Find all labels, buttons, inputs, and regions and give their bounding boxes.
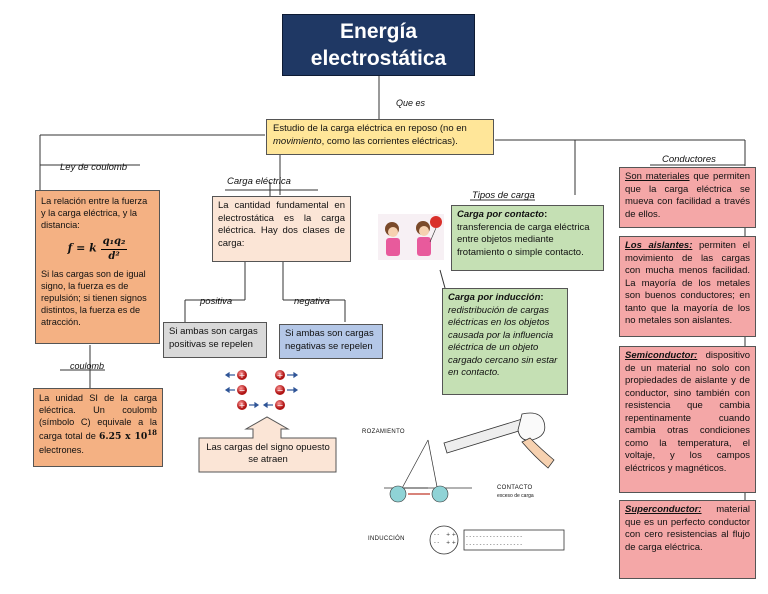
title-line-1: Energía: [339, 20, 418, 43]
label-ley-coulomb: Ley de coulomb: [60, 162, 128, 173]
charge-text: La cantidad fundamental en electrostátic…: [218, 200, 345, 249]
formula-denominator: d²: [108, 250, 120, 262]
coulomb-unit-box: La unidad SI de la carga eléctrica. Un c…: [33, 388, 163, 467]
rozamiento-label: ROZAMIENTO: [362, 429, 405, 435]
coulomb-law-rule: Si las cargas son de igual signo, la fue…: [41, 268, 147, 328]
superconductor-title: Superconductor:: [625, 504, 702, 515]
induccion-label: INDUCCIÓN: [368, 536, 405, 542]
induction-charge-box: Carga por inducción: redistribución de c…: [442, 288, 568, 395]
positive-repel-box: Si ambas son cargas positivas se repelen: [163, 322, 267, 358]
contact-charge-box: Carga por contacto: transferencia de car…: [451, 205, 604, 271]
positive-charge-icon: [275, 370, 285, 380]
pendulum-spheres-icon: [384, 439, 472, 503]
contacto-sub-label: exceso de carga: [497, 493, 534, 499]
svg-text:−: −: [277, 401, 284, 410]
superconductor-text: material que es un perfecto conductor co…: [625, 504, 750, 553]
label-coulomb: coulomb: [70, 361, 105, 371]
formula-lhs: f = k: [67, 242, 97, 256]
conductors-text: que permiten que la carga eléctrica se m…: [625, 171, 750, 220]
induction-sphere-and-rod-icon: - - - - + + + + - - - - - - - - - - - - - -…: [429, 525, 565, 555]
coulomb-unit-tail: electrones.: [39, 444, 84, 455]
coulomb-law-intro: La relación entre la fuerza y la carga e…: [41, 196, 148, 231]
conductors-box: Son materiales que permiten que la carga…: [619, 167, 756, 228]
positive-repel-text: Si ambas son cargas positivas se repelen: [169, 326, 258, 350]
label-que-es: Que es: [396, 98, 426, 108]
semiconductor-text: dispositivo de un material no solo con p…: [625, 350, 750, 474]
definition-text-1: Estudio de la carga eléctrica en reposo …: [273, 123, 467, 134]
svg-text:−: −: [277, 386, 284, 395]
superconductor-box: Superconductor: material que es un perfe…: [619, 500, 756, 579]
insulators-title: Los aislantes:: [625, 240, 693, 251]
children-balloon-figure: [378, 214, 444, 260]
balloon-icon: [430, 216, 442, 228]
charges-figure: + + − − + −: [224, 370, 299, 410]
formula-fraction: q₁q₂ d²: [100, 235, 128, 262]
label-conductores: Conductores: [662, 154, 716, 165]
insulators-text: permiten el movimiento de las cargas con…: [625, 240, 750, 327]
rod-and-cloth-icon: [443, 412, 555, 469]
negative-charge-icon: [275, 385, 285, 395]
attract-callout-shape: [198, 416, 337, 473]
negative-repel-text: Si ambas son cargas negativas se repelen: [285, 328, 374, 352]
charge-box: La cantidad fundamental en electrostátic…: [212, 196, 351, 262]
svg-text:−: −: [239, 386, 246, 395]
attract-box: Las cargas del signo opuesto se atraen: [202, 442, 334, 467]
coulomb-law-box: La relación entre la fuerza y la carga e…: [35, 190, 160, 344]
definition-text-2: , como las corrientes eléctricas).: [321, 135, 458, 147]
svg-text:+ +: + +: [446, 532, 456, 538]
negative-charge-icon: [275, 400, 285, 410]
formula-numerator: q₁q₂: [100, 235, 128, 250]
positive-charge-icon: [237, 370, 247, 380]
semiconductor-box: Semiconductor: dispositivo de un materia…: [619, 346, 756, 493]
negative-repel-box: Si ambas son cargas negativas se repelen: [279, 324, 383, 359]
svg-text:+ +: + +: [446, 540, 456, 546]
svg-text:- - - - - - - - - - - - - - -: - - - - - - - - - - - - - - - - -: [466, 542, 522, 548]
attract-text: Las cargas del signo opuesto se atraen: [206, 442, 330, 466]
label-tipos-carga: Tipos de carga: [472, 190, 535, 201]
coulomb-formula: f = k q₁q₂ d²: [41, 235, 154, 262]
svg-text:- -: - -: [434, 540, 439, 546]
positive-charge-icon: [237, 400, 247, 410]
definition-italic: movimiento: [273, 135, 322, 147]
title-line-2: electrostática: [310, 47, 447, 71]
definition-box: Estudio de la carga eléctrica en reposo …: [266, 119, 494, 155]
conductors-underlined: Son materiales: [625, 171, 690, 182]
induction-text: redistribución de cargas eléctricas en l…: [448, 304, 558, 379]
label-positiva: positiva: [200, 296, 233, 307]
coulomb-unit-value: 6.25 x 1018: [99, 428, 157, 443]
svg-text:+: +: [239, 401, 246, 410]
contact-text: transferencia de carga eléctrica entre o…: [457, 221, 590, 258]
svg-text:+: +: [277, 371, 284, 380]
negative-charge-icon: [237, 385, 247, 395]
svg-text:+: +: [239, 371, 246, 380]
coulomb-unit-exponent: 18: [147, 428, 157, 438]
induction-title: Carga por inducción: [448, 292, 541, 303]
coulomb-unit-mantissa: 6.25 x 10: [99, 431, 148, 443]
semiconductor-title: Semiconductor:: [625, 350, 698, 361]
svg-text:- -: - -: [434, 532, 439, 538]
label-negativa: negativa: [294, 296, 330, 307]
contact-title: Carga por contacto: [457, 209, 545, 220]
svg-text:- - - - - - - - - - - - - - -: - - - - - - - - - - - - - - - - -: [466, 534, 522, 540]
insulators-box: Los aislantes: permiten el movimiento de…: [619, 236, 756, 337]
charging-methods-figure: - - - - + + + + - - - - - - - - - - - - - -…: [384, 412, 565, 555]
coulomb-unit-text: La unidad SI de la carga eléctrica. Un c…: [39, 393, 157, 442]
contacto-label: CONTACTO: [497, 485, 533, 491]
label-carga-electrica: Carga eléctrica: [227, 176, 291, 187]
title-box: Energía electrostática: [282, 14, 475, 76]
